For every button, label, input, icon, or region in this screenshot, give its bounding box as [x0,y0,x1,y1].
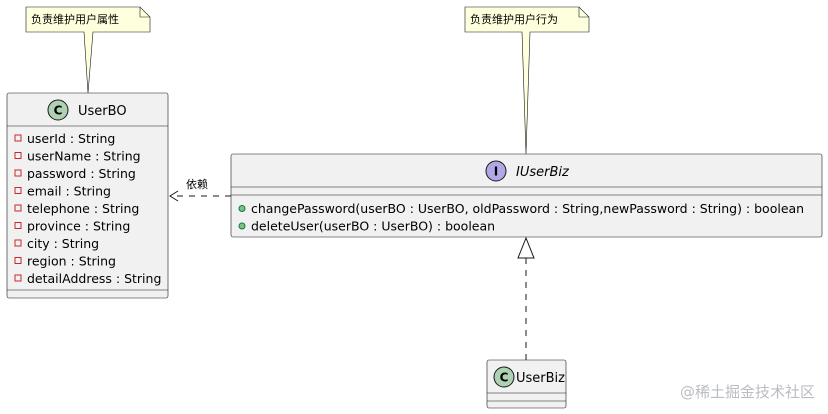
private-visibility-icon [14,187,22,194]
dependency-label: 依赖 [186,178,208,191]
attribute-row: email : String [14,184,111,199]
dependency-arrow: 依赖 [169,178,231,202]
userbo-attribute-list: userId : String userName : String passwo… [14,131,161,286]
attribute-text: city : String [27,236,99,251]
attribute-text: province : String [27,219,130,234]
method-row: changePassword(userBO : UserBO, oldPassw… [238,201,804,216]
iuserbiz-interface-name: IUserBiz [516,165,570,180]
watermark: @稀土掘金技术社区 [680,383,815,401]
attribute-text: region : String [27,254,116,269]
userbo-note-text: 负责维护用户属性 [31,12,119,26]
public-visibility-icon [238,205,246,212]
attribute-text: password : String [27,166,136,181]
userbo-badge-letter: C [54,104,63,118]
attribute-text: userName : String [27,149,141,164]
attribute-row: province : String [14,219,130,234]
class-userbiz: C UserBiz [486,359,567,409]
iuserbiz-badge-letter: I [494,165,498,179]
method-row: deleteUser(userBO : UserBO) : boolean [238,219,495,234]
attribute-row: telephone : String [14,201,139,216]
hollow-triangle-arrowhead-icon [517,236,535,259]
attribute-text: detailAddress : String [27,271,161,286]
attribute-row: region : String [14,254,116,269]
class-badge-icon [493,366,515,388]
attribute-row: password : String [14,166,136,181]
public-visibility-icon [238,222,246,230]
private-visibility-icon [14,274,22,282]
interface-iuserbiz: I IUserBiz changePassword(userBO : UserB… [230,153,823,238]
method-text: changePassword(userBO : UserBO, oldPassw… [251,201,804,216]
attribute-row: city : String [14,236,99,251]
private-visibility-icon [14,239,22,247]
private-visibility-icon [14,204,22,212]
iuserbiz-note: 负责维护用户行为 [464,6,590,155]
userbo-class-name: UserBO [78,104,127,119]
attribute-row: userName : String [14,149,141,164]
interface-badge-icon [485,160,507,182]
class-userbo: C UserBO userId : String userName : Stri… [6,92,169,299]
method-text: deleteUser(userBO : UserBO) : boolean [251,219,495,234]
private-visibility-icon [14,152,22,159]
iuserbiz-note-text: 负责维护用户行为 [470,12,558,26]
userbiz-badge-letter: C [500,371,509,385]
attribute-text: email : String [27,184,111,199]
private-visibility-icon [14,257,22,264]
attribute-text: telephone : String [27,201,139,216]
private-visibility-icon [14,169,22,177]
attribute-row: detailAddress : String [14,271,161,286]
attribute-row: userId : String [14,131,115,146]
private-visibility-icon [14,222,22,229]
realization-arrow [517,236,535,360]
attribute-text: userId : String [27,131,115,146]
userbo-note: 负责维护用户属性 [25,6,151,94]
iuserbiz-method-list: changePassword(userBO : UserBO, oldPassw… [238,201,804,234]
userbiz-class-name: UserBiz [516,371,565,386]
class-badge-icon [47,99,69,121]
private-visibility-icon [14,134,22,142]
